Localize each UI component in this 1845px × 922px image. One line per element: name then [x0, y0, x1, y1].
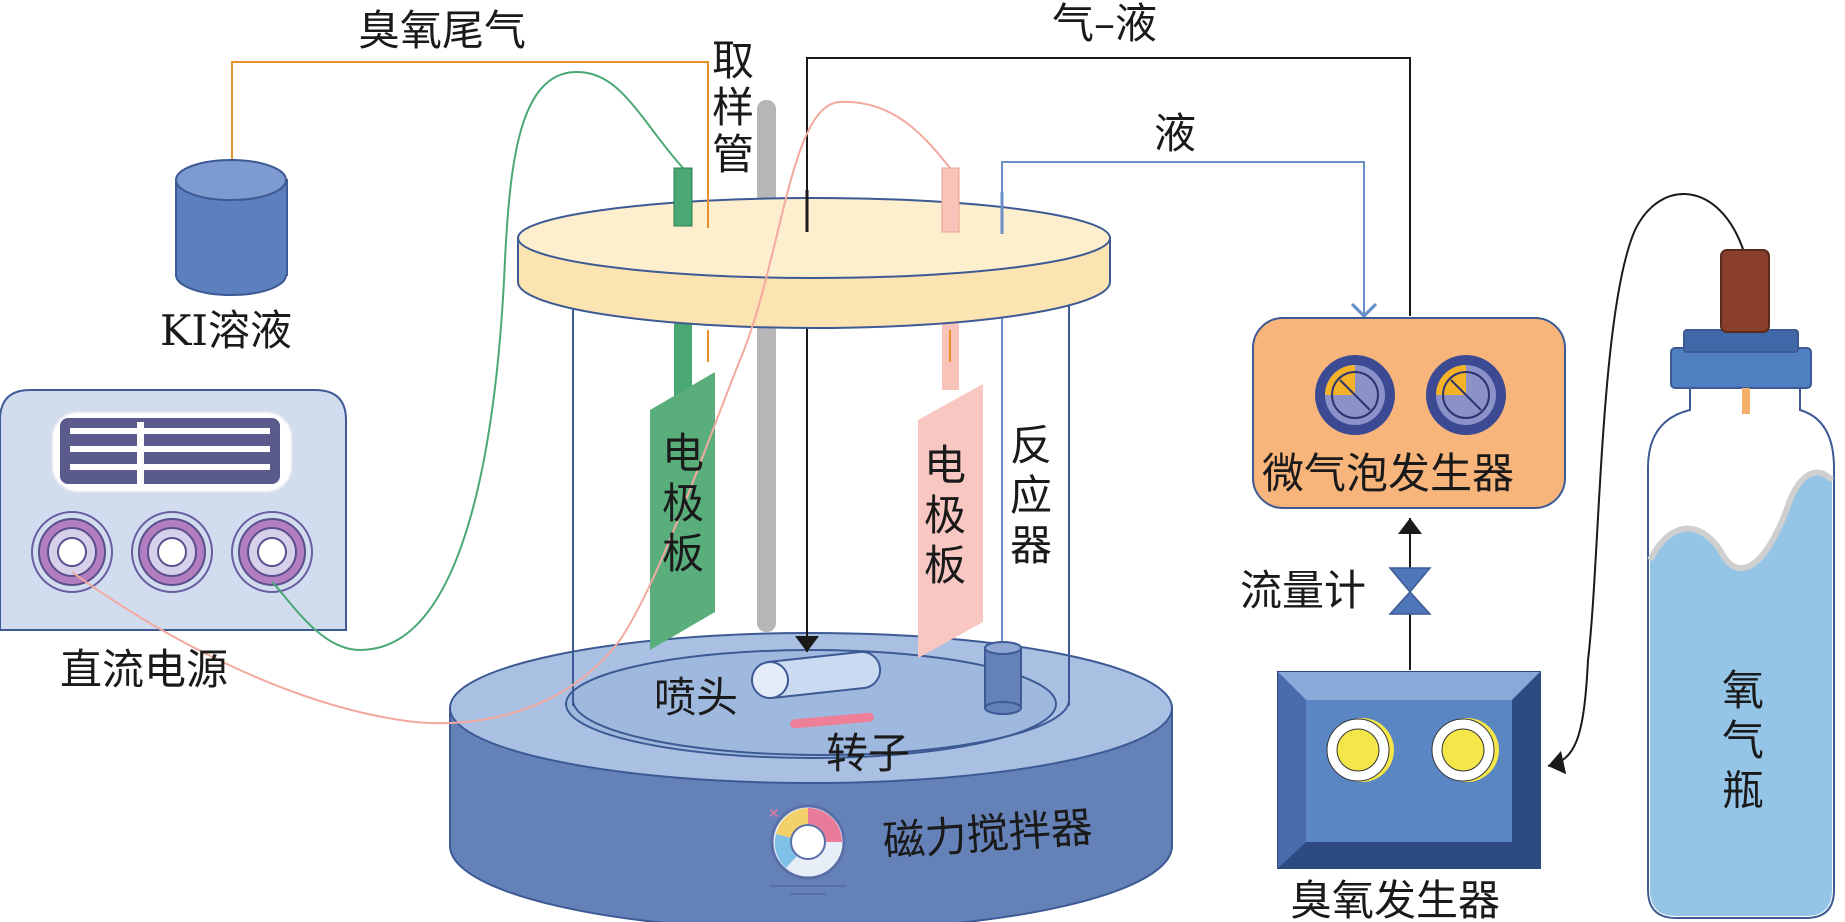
liquid-line [1001, 161, 1378, 319]
svg-text:✕: ✕ [768, 806, 780, 822]
stirrer-dial-icon[interactable]: ✕ [768, 804, 846, 895]
right-electrode-label-2: 极 [924, 491, 966, 540]
left-electrode-label-2: 极 [662, 479, 704, 528]
green-wire [271, 70, 684, 652]
ozone-knob-2-icon[interactable] [1431, 718, 1499, 782]
power-knob-2-icon[interactable] [131, 511, 213, 593]
sampling-tube-label-2: 样 [712, 83, 754, 132]
liquid-outlet-cylinder [984, 641, 1022, 715]
microbubble-generator-label: 微气泡发生器 [1262, 449, 1514, 498]
sampling-tube-label-1: 取 [712, 36, 754, 85]
right-electrode-label-3: 板 [924, 541, 966, 590]
cylinder-stopper [1720, 249, 1770, 333]
cylinder-cap [1670, 347, 1812, 389]
ki-solution-label: KI溶液 [160, 306, 292, 355]
ozone-tail-gas-line [218, 61, 709, 203]
nozzle [751, 650, 882, 700]
ozone-generator-label: 臭氧发生器 [1290, 876, 1500, 922]
gas-liquid-label: 气–液 [1052, 0, 1157, 48]
reactor-label-2: 应 [1010, 471, 1052, 520]
sampling-tube [757, 100, 776, 632]
dc-power-supply [0, 389, 347, 631]
rotor-label: 转子 [826, 729, 910, 778]
oxygen-cylinder-label-2: 气 [1722, 716, 1764, 765]
left-electrode-stem [674, 320, 692, 400]
oxygen-cylinder [1647, 249, 1835, 919]
ki-solution-container [175, 159, 288, 296]
liquid-label: 液 [1154, 109, 1196, 158]
reactor-label-1: 反 [1010, 421, 1052, 470]
oxygen-feed-line [1547, 193, 1745, 775]
microbubble-dial-1-icon[interactable] [1315, 355, 1395, 435]
power-knob-3-icon[interactable] [231, 511, 313, 593]
right-electrode-label-1: 电 [924, 441, 966, 490]
left-electrode-label-3: 板 [662, 529, 704, 578]
left-electrode-label-1: 电 [662, 429, 704, 478]
reactor-label-3: 器 [1010, 521, 1052, 570]
right-electrode-plate [918, 384, 983, 658]
gas-liquid-line [795, 57, 1411, 652]
cylinder-water [1650, 472, 1832, 916]
ozone-generator [1277, 671, 1541, 869]
reactor-lid [517, 197, 1111, 329]
dc-power-label: 直流电源 [60, 645, 228, 694]
reactor-vessel [572, 306, 1070, 756]
rotor [790, 712, 874, 729]
ozone-knob-1-icon[interactable] [1326, 718, 1394, 782]
oxygen-cylinder-label-3: 瓶 [1722, 766, 1764, 815]
display-screen [51, 411, 293, 493]
microbubble-generator [1252, 317, 1566, 509]
ozone-tail-gas-label: 臭氧尾气 [358, 6, 526, 55]
nozzle-label: 喷头 [654, 673, 738, 722]
oxygen-cylinder-label-1: 氧 [1722, 666, 1764, 715]
sampling-tube-label-3: 管 [712, 130, 754, 179]
flowmeter-label: 流量计 [1240, 566, 1366, 615]
microbubble-dial-2-icon[interactable] [1426, 355, 1506, 435]
pink-wire [71, 100, 951, 725]
power-knob-1-icon[interactable] [31, 511, 113, 593]
flowmeter-icon [1388, 567, 1432, 615]
